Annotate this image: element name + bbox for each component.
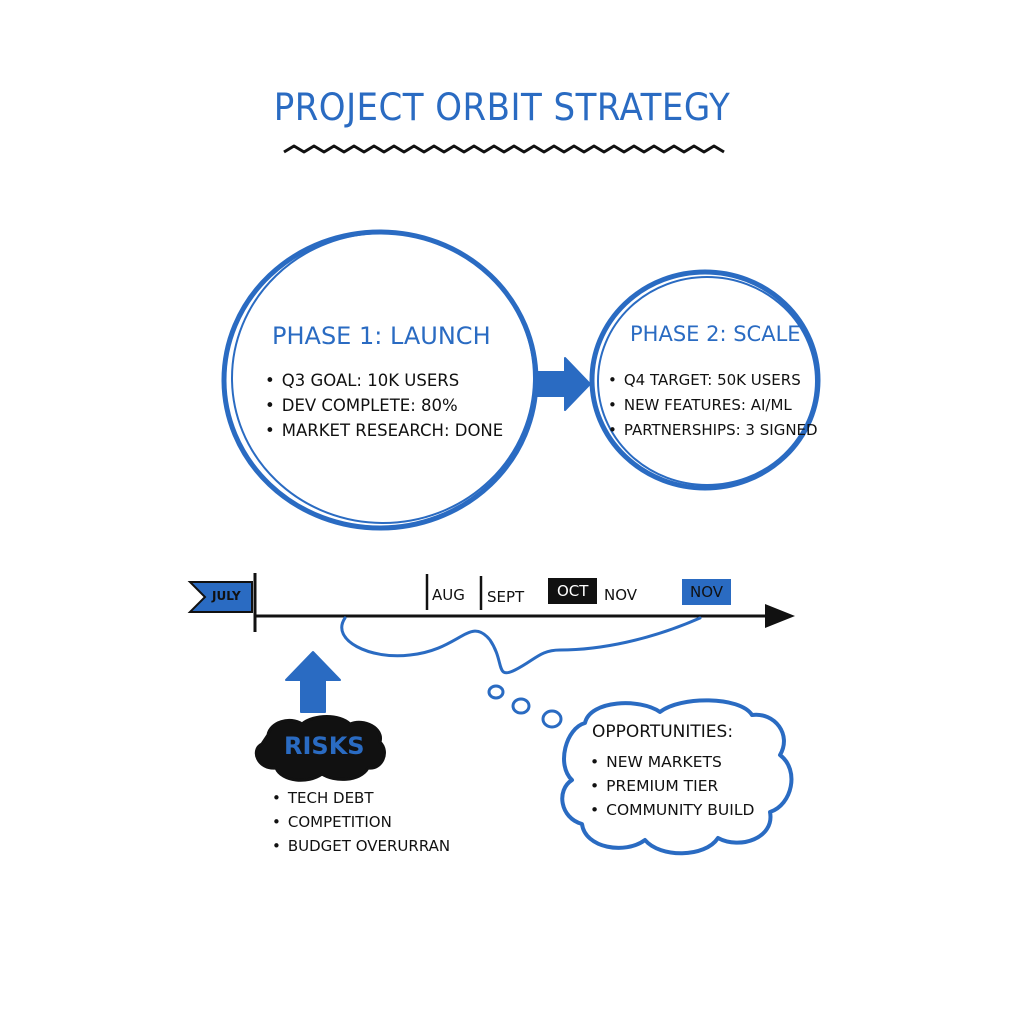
phase1-title: PHASE 1: LAUNCH — [272, 322, 491, 350]
thought-dot-1 — [487, 684, 505, 700]
month-nov-highlight: NOV — [682, 579, 732, 605]
phase2-item: NEW FEATURES: AI/ML — [608, 393, 818, 418]
july-flag-label: JULY — [212, 589, 241, 603]
july-flag — [187, 581, 253, 613]
month-sept: SEPT — [487, 588, 525, 606]
phase1-list: Q3 GOAL: 10K USERS DEV COMPLETE: 80% MAR… — [265, 368, 503, 443]
month-oct: OCT — [548, 578, 598, 604]
month-aug: AUG — [432, 586, 465, 604]
risks-list: TECH DEBT COMPETITION BUDGET OVERURRAN — [272, 786, 450, 858]
risk-item: TECH DEBT — [272, 786, 450, 810]
risks-cloud — [254, 715, 386, 782]
phase2-item: Q4 TARGET: 50K USERS — [608, 368, 818, 393]
opportunities-cloud — [560, 698, 794, 856]
phase2-circle — [589, 269, 821, 491]
title-squiggle — [283, 144, 725, 154]
phase1-item: DEV COMPLETE: 80% — [265, 393, 503, 418]
page-title: PROJECT ORBIT STRATEGY — [273, 86, 731, 129]
thought-dot-3 — [541, 709, 563, 729]
month-nov: NOV — [604, 586, 638, 604]
risks-label: RISKS — [284, 732, 365, 760]
risk-item: COMPETITION — [272, 810, 450, 834]
phase1-item: MARKET RESEARCH: DONE — [265, 418, 503, 443]
phase2-item: PARTNERSHIPS: 3 SIGNED — [608, 418, 818, 443]
opportunities-title: OPPORTUNITIES: — [592, 722, 734, 742]
phase2-list: Q4 TARGET: 50K USERS NEW FEATURES: AI/ML… — [608, 368, 818, 443]
phase1-item: Q3 GOAL: 10K USERS — [265, 368, 503, 393]
phase2-title: PHASE 2: SCALE — [630, 322, 801, 346]
timeline-wave — [340, 616, 702, 675]
timeline-arrowhead — [765, 604, 795, 628]
risk-item: BUDGET OVERURRAN — [272, 834, 450, 858]
risks-up-arrow — [285, 651, 341, 713]
opportunity-item: NEW MARKETS — [590, 750, 754, 774]
phase-arrow — [534, 357, 591, 411]
thought-dot-2 — [511, 697, 531, 715]
opportunity-item: PREMIUM TIER — [590, 774, 754, 798]
opportunities-list: NEW MARKETS PREMIUM TIER COMMUNITY BUILD — [590, 750, 754, 822]
opportunity-item: COMMUNITY BUILD — [590, 798, 754, 822]
